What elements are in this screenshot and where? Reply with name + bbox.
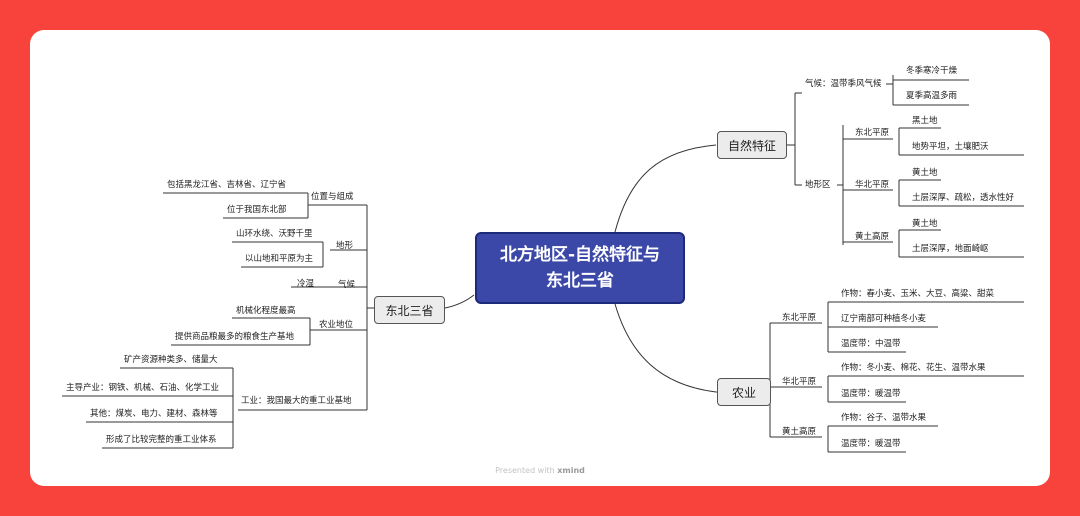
topic-crops[interactable]: 作物：谷子、温带水果 xyxy=(841,413,927,423)
topic-temperature-zone[interactable]: 温度带：暖温带 xyxy=(841,389,901,399)
topic-plateau-item[interactable]: 黄土地 xyxy=(912,219,938,229)
topic-northeast-plain[interactable]: 东北平原 xyxy=(782,313,817,323)
topic-location[interactable]: 位置与组成 xyxy=(311,192,354,202)
topic-crops[interactable]: 作物：冬小麦、棉花、花生、温带水果 xyxy=(841,363,986,373)
topic-plain-item[interactable]: 地势平坦，土壤肥沃 xyxy=(912,142,989,152)
central-topic[interactable]: 北方地区-自然特征与 东北三省 xyxy=(475,232,685,304)
topic-temperature-zone[interactable]: 温度带：中温带 xyxy=(841,339,901,349)
topic-loess-plateau[interactable]: 黄土高原 xyxy=(855,232,890,242)
topic-north-china-plain[interactable]: 华北平原 xyxy=(782,377,817,387)
topic-location-item[interactable]: 包括黑龙江省、吉林省、辽宁省 xyxy=(167,180,287,190)
topic-climate[interactable]: 气候：温带季风气候 xyxy=(805,79,882,89)
central-topic-line2: 东北三省 xyxy=(546,271,614,291)
footer-prefix: Presented with xyxy=(495,466,555,475)
topic-climate-item[interactable]: 冬季寒冷干燥 xyxy=(906,66,958,76)
topic-terrain-item[interactable]: 山环水绕、沃野千里 xyxy=(236,229,313,239)
branch-northeast-provinces[interactable]: 东北三省 xyxy=(374,296,445,324)
topic-industry-item[interactable]: 矿产资源种类多、储量大 xyxy=(124,355,218,365)
topic-plateau-item[interactable]: 土层深厚，地面崎岖 xyxy=(912,244,989,254)
topic-loess-plateau[interactable]: 黄土高原 xyxy=(782,427,817,437)
topic-agriculture-status[interactable]: 农业地位 xyxy=(319,320,354,330)
topic-plain-item[interactable]: 黄土地 xyxy=(912,168,938,178)
topic-location-item[interactable]: 位于我国东北部 xyxy=(227,205,287,215)
topic-north-china-plain[interactable]: 华北平原 xyxy=(855,180,890,190)
topic-temperature-zone[interactable]: 温度带：暖温带 xyxy=(841,439,901,449)
topic-agriculture-item[interactable]: 机械化程度最高 xyxy=(236,306,296,316)
topic-climate-item[interactable]: 夏季高温多雨 xyxy=(906,91,958,101)
topic-terrain-item[interactable]: 以山地和平原为主 xyxy=(245,254,314,264)
topic-crops-note[interactable]: 辽宁南部可种植冬小麦 xyxy=(841,314,927,324)
topic-industry-item[interactable]: 其他：煤炭、电力、建材、森林等 xyxy=(90,409,218,419)
presented-with-footer: Presented with xmind xyxy=(0,466,1080,475)
branch-agriculture[interactable]: 农业 xyxy=(717,378,771,406)
topic-industry-item[interactable]: 形成了比较完整的重工业体系 xyxy=(106,435,217,445)
topic-terrain[interactable]: 地形 xyxy=(336,241,354,251)
central-topic-line1: 北方地区-自然特征与 xyxy=(499,245,661,265)
topic-northeast-plain[interactable]: 东北平原 xyxy=(855,128,890,138)
topic-climate[interactable]: 气候 xyxy=(338,280,356,290)
topic-landform-regions[interactable]: 地形区 xyxy=(805,180,831,190)
topic-agriculture-item[interactable]: 提供商品粮最多的粮食生产基地 xyxy=(175,332,295,342)
topic-crops[interactable]: 作物：春小麦、玉米、大豆、高粱、甜菜 xyxy=(841,289,995,299)
topic-industry-item[interactable]: 主导产业：钢铁、机械、石油、化学工业 xyxy=(66,383,220,393)
topic-climate-item[interactable]: 冷湿 xyxy=(297,279,315,289)
topic-plain-item[interactable]: 黑土地 xyxy=(912,116,938,126)
topic-plain-item[interactable]: 土层深厚、疏松，透水性好 xyxy=(912,193,1015,203)
topic-industry[interactable]: 工业：我国最大的重工业基地 xyxy=(241,396,352,406)
xmind-logo: xmind xyxy=(557,466,585,475)
branch-natural-features[interactable]: 自然特征 xyxy=(717,131,787,159)
